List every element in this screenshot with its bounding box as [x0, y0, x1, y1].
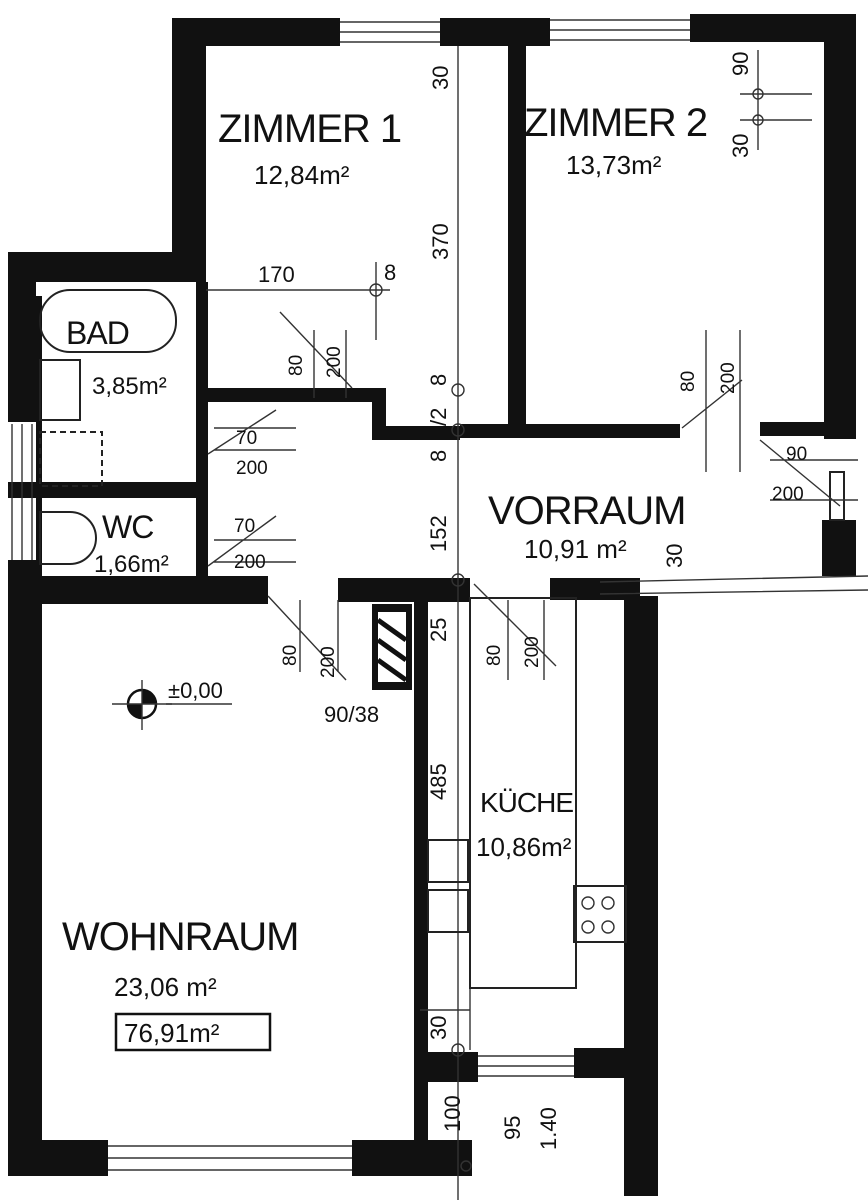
dim-vorraum-30: 30: [662, 544, 687, 568]
door-entry-height: 200: [772, 484, 804, 505]
walls: [8, 14, 856, 1196]
dim-hall-8: 8: [426, 450, 451, 462]
door-bad-height: 200: [236, 458, 268, 479]
room-name-zimmer1: ZIMMER 1: [218, 107, 401, 151]
dim-z1-height: 370: [428, 223, 453, 260]
total-area-box: [114, 1012, 272, 1052]
dimension-lines: [39, 46, 868, 1200]
dim-z1-small: 8: [384, 260, 396, 285]
windows: [11, 19, 690, 1171]
room-area-zimmer1: 12,84m²: [254, 160, 350, 190]
door-wohn-width: 80: [280, 645, 301, 666]
dim-kitchen-485: 485: [426, 763, 451, 800]
door-swings: [207, 311, 858, 681]
door-z1-height: 200: [324, 346, 345, 378]
dim-z2-30: 30: [728, 134, 753, 158]
dim-hall-small: /2: [426, 408, 451, 426]
room-name-bad: BAD: [66, 315, 129, 351]
room-area-kueche: 10,86m²: [476, 832, 572, 862]
dim-z2-90: 90: [728, 52, 753, 76]
door-bad-width: 70: [236, 428, 257, 449]
room-name-wohnraum: WOHNRAUM: [62, 915, 298, 959]
level-marker: [112, 680, 232, 730]
room-area-zimmer2: 13,73m²: [566, 150, 662, 180]
total-area: 76,91m²: [124, 1018, 220, 1048]
dim-kitchen-25: 25: [426, 618, 451, 642]
room-name-zimmer2: ZIMMER 2: [524, 101, 707, 145]
dim-vorraum-152: 152: [426, 515, 451, 552]
door-wc-width: 70: [234, 516, 255, 537]
dim-z1-top: 30: [428, 66, 453, 90]
dim-z1-width: 170: [258, 262, 295, 287]
dim-bottom-100: 100: [440, 1095, 465, 1132]
room-name-wc: WC: [102, 509, 153, 545]
door-z2-height: 200: [718, 362, 739, 394]
room-area-wohnraum: 23,06 m²: [114, 972, 217, 1002]
room-area-vorraum: 10,91 m²: [524, 534, 627, 564]
room-name-vorraum: VORRAUM: [488, 489, 685, 533]
dim-z1-bottom: 8: [426, 374, 451, 386]
door-kueche-width: 80: [484, 645, 505, 666]
room-area-wc: 1,66m²: [94, 551, 169, 578]
door-kueche-height: 200: [522, 636, 543, 668]
room-name-kueche: KÜCHE: [480, 787, 573, 818]
door-wohn-height: 200: [318, 646, 339, 678]
chimney-label: 90/38: [324, 702, 379, 727]
level-mark-label: ±0,00: [168, 678, 223, 703]
door-z2-width: 80: [678, 371, 699, 392]
door-entry-width: 90: [786, 444, 807, 465]
dim-bottom-140: 1.40: [536, 1107, 561, 1150]
dim-bottom-95: 95: [500, 1116, 525, 1140]
dim-kitchen-30: 30: [426, 1016, 451, 1040]
door-wc-height: 200: [234, 552, 266, 573]
door-z1-width: 80: [286, 355, 307, 376]
room-area-bad: 3,85m²: [92, 373, 167, 400]
